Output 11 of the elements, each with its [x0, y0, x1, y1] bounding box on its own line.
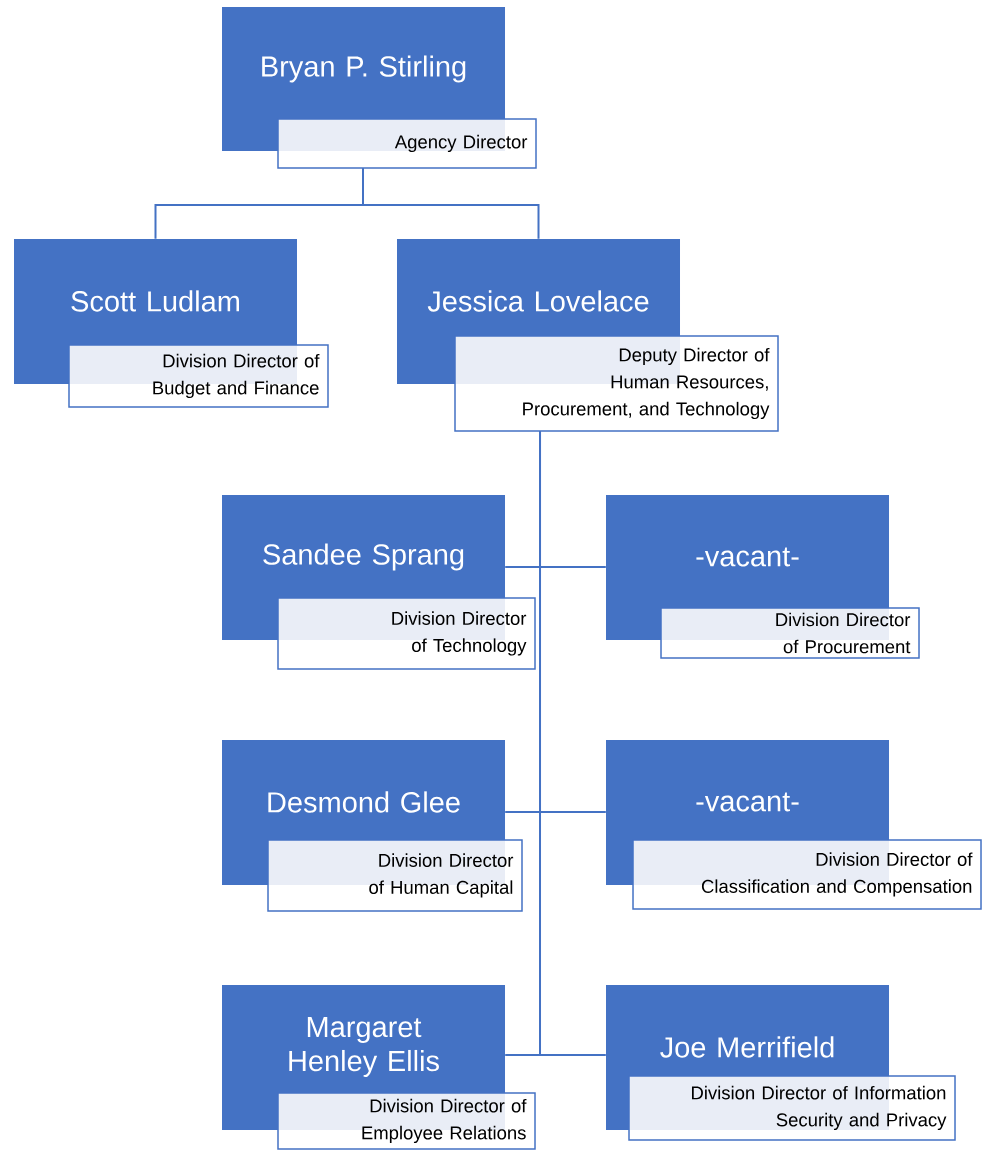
title-box: Agency Director	[277, 118, 537, 169]
connector-line	[362, 167, 540, 240]
title-box: Division Director of Human Capital	[267, 839, 523, 912]
title-box: Deputy Director of Human Resources, Procurement, and Technology	[454, 335, 779, 432]
title-box: Division Director of Information Security and Privacy	[628, 1075, 956, 1141]
title-box: Division Director of Procurement	[660, 607, 920, 659]
title-box: Division Director of Budget and Finance	[68, 344, 329, 408]
connector-line	[539, 430, 607, 1056]
title-box: Division Director of Employee Relations	[277, 1092, 536, 1150]
title-box: Division Director of Classification and Compensation	[632, 839, 982, 910]
title-box: Division Director of Technology	[277, 597, 536, 670]
